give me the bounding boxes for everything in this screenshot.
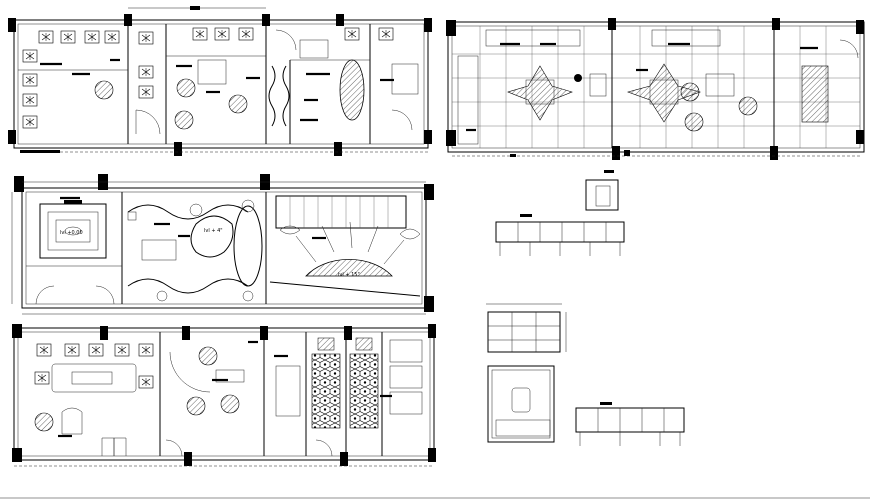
plan-top-right: [446, 18, 865, 160]
detail-desk-plan: [487, 365, 555, 443]
room-b-level-label: lvl + 4": [204, 228, 223, 234]
detail-bench-elevation: [495, 170, 625, 256]
plan-middle-left: lvl +0.00 lvl + 4" lvl + 15": [11, 174, 434, 315]
plan-top-left: [8, 6, 432, 156]
detail-cabinet: [486, 303, 567, 353]
room-c-level-label: lvl + 15": [338, 272, 360, 278]
detail-bench-elevation-2: [575, 402, 685, 446]
room-a-level-label: lvl +0.00: [60, 230, 83, 236]
plan-bottom-left: [12, 324, 436, 467]
